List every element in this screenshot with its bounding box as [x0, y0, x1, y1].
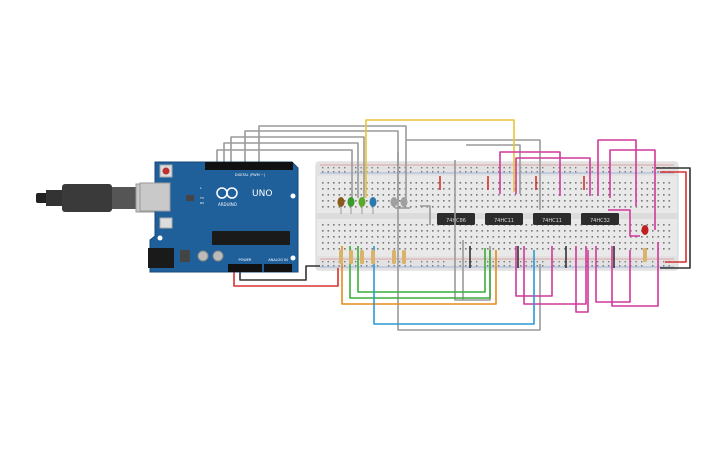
analog-header-label: ANALOG IN [268, 258, 288, 262]
wires [216, 119, 691, 331]
led-red [641, 225, 649, 235]
usb-port [139, 182, 171, 212]
digital-header-label: DIGITAL (PWM ~) [235, 173, 266, 177]
chip-label-3: 74HC11 [542, 218, 562, 224]
led-row [337, 197, 649, 235]
board-brand: ARDUINO [218, 202, 237, 207]
logic-chip-2: 74HC11 [485, 213, 523, 225]
chip-label-1: 74HC86 [446, 218, 466, 224]
atmega-chip [212, 231, 290, 245]
short-jumpers [439, 176, 615, 268]
resistors [339, 248, 647, 264]
led-orange [337, 197, 345, 214]
power-jack [148, 248, 174, 268]
rx-label: RX [200, 201, 204, 205]
logic-chip-4: 74HC32 [581, 213, 619, 225]
logic-chip-1: 74HC86 [437, 213, 475, 225]
capacitor [180, 250, 190, 262]
digital-header [205, 162, 293, 170]
power-header [228, 264, 262, 272]
l-label: L [200, 186, 202, 190]
arduino-logo [216, 187, 238, 199]
led-green-1 [347, 197, 355, 214]
logic-chip-3: 74HC11 [533, 213, 571, 225]
board-model: UNO [252, 189, 272, 199]
tx-label: TX [199, 196, 204, 200]
arduino-uno-board: DIGITAL (PWM ~) UNO ARDUINO TX RX L POWE… [139, 161, 299, 273]
led-green-2 [358, 197, 366, 214]
led-gray-1 [390, 197, 398, 207]
chip-label-4: 74HC32 [590, 218, 610, 224]
led-blue [369, 197, 377, 214]
chip-label-2: 74HC11 [494, 218, 514, 224]
power-header-label: POWER [239, 258, 253, 262]
led-gray-2 [400, 197, 408, 207]
analog-header [264, 264, 292, 272]
